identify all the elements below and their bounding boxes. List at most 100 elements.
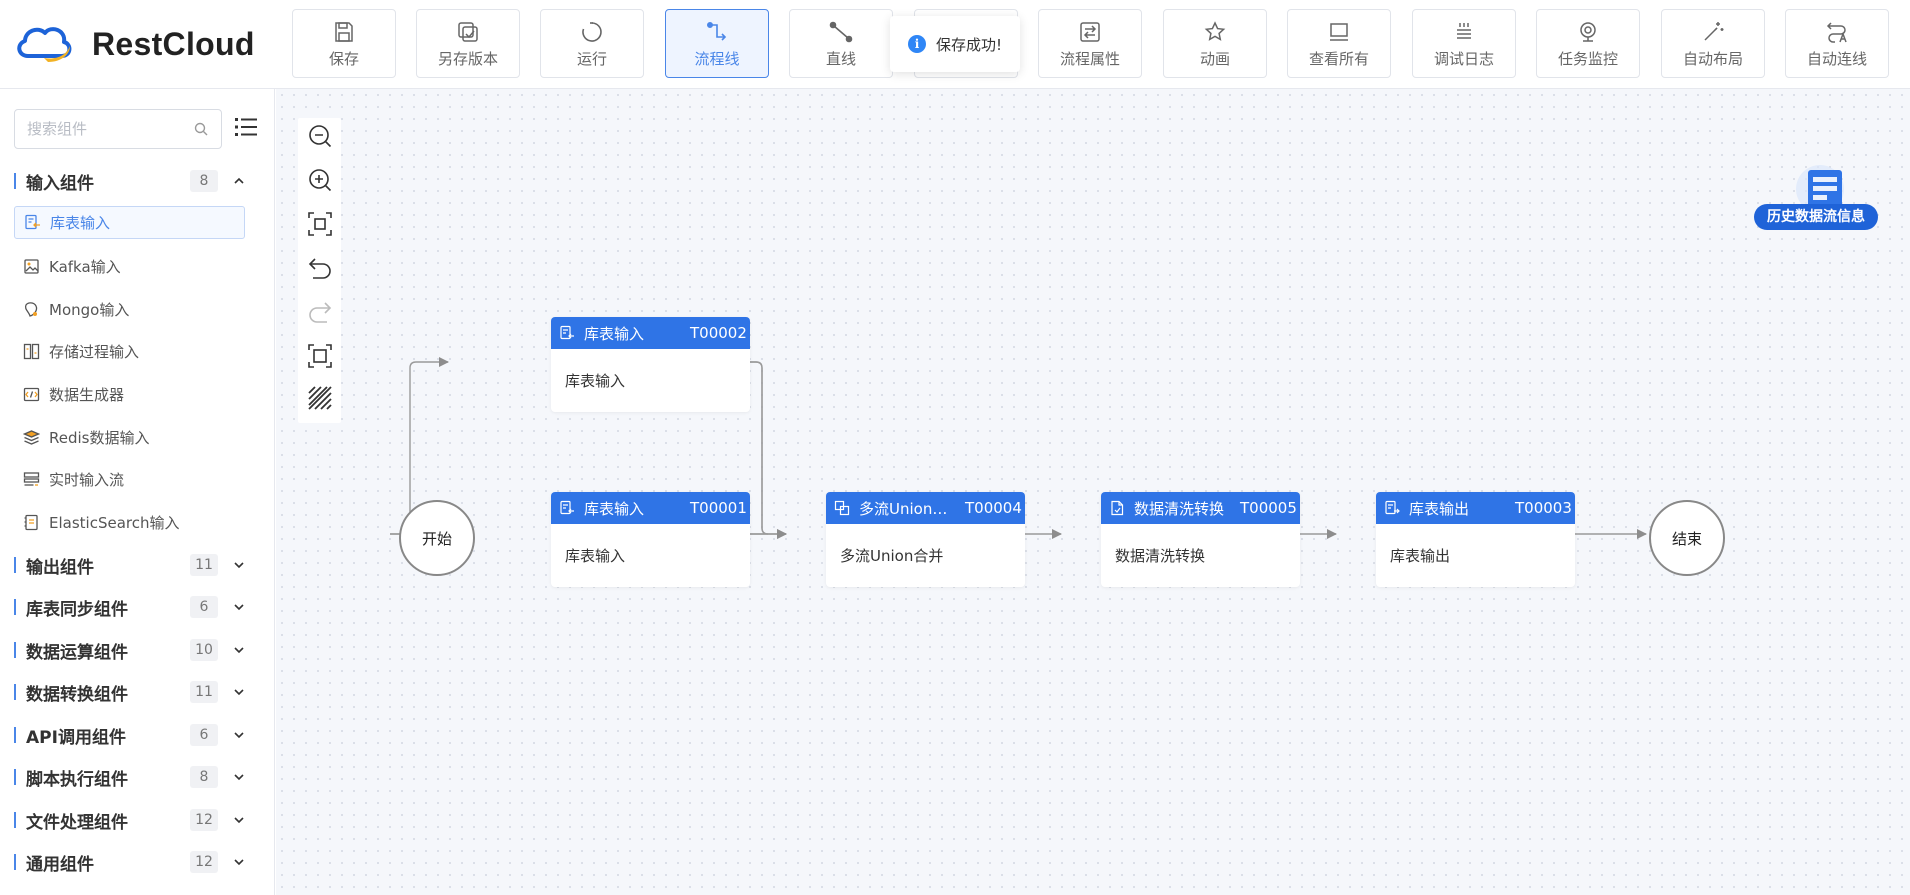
mongo-icon: [22, 301, 40, 319]
save-as-version-button[interactable]: 另存版本: [416, 9, 520, 78]
start-label: 开始: [421, 529, 452, 548]
flow-node-T00001[interactable]: 库表输入 T00001 库表输入: [551, 492, 750, 587]
node-header: 数据清洗转换 T00005: [1101, 492, 1300, 524]
group-count: 10: [190, 639, 218, 661]
group-title: 通用组件: [26, 854, 94, 875]
save-as-icon: [455, 19, 481, 45]
component-stored-procedure-input[interactable]: 存储过程输入: [14, 335, 245, 368]
zoom-in-button[interactable]: [306, 166, 334, 194]
redo-button[interactable]: [306, 298, 334, 326]
end-label: 结束: [1671, 529, 1702, 548]
component-mongo-input[interactable]: Mongo输入: [14, 293, 245, 326]
run-button[interactable]: 运行: [540, 9, 644, 78]
flow-node-T00005[interactable]: 数据清洗转换 T00005 数据清洗转换: [1101, 492, 1300, 587]
app-name: RestCloud: [92, 25, 255, 62]
node-description: 库表输出: [1390, 547, 1451, 565]
undo-button[interactable]: [306, 254, 334, 282]
group-data-transform-components[interactable]: 数据转换组件 11: [0, 674, 275, 710]
view-all-button[interactable]: 查看所有: [1287, 9, 1391, 78]
fit-view-button[interactable]: [306, 210, 334, 238]
auto-connect-label: 自动连线: [1806, 49, 1867, 68]
component-search: [14, 109, 222, 149]
stored-procedure-icon: [22, 343, 40, 361]
flow-node-T00002[interactable]: 库表输入 T00002 库表输入: [551, 317, 750, 412]
node-id: T00004: [965, 499, 1022, 517]
group-marker: [14, 854, 16, 870]
node-description: 库表输入: [565, 547, 626, 565]
group-marker: [14, 684, 16, 700]
node-id: T00003: [1515, 499, 1572, 517]
group-table-sync-components[interactable]: 库表同步组件 6: [0, 589, 275, 625]
save-button[interactable]: 保存: [292, 9, 396, 78]
auto-connect-icon: [1824, 19, 1850, 45]
group-count: 11: [190, 554, 218, 576]
group-title: 输出组件: [26, 557, 94, 578]
save-as-label: 另存版本: [437, 49, 498, 68]
component-elasticsearch-input[interactable]: ElasticSearch输入: [14, 506, 245, 539]
component-realtime-stream[interactable]: 实时输入流: [14, 463, 245, 496]
group-script-exec-components[interactable]: 脚本执行组件 8: [0, 759, 275, 795]
component-kafka-input[interactable]: Kafka输入: [14, 250, 245, 283]
chevron-down-icon: [234, 647, 244, 654]
group-count: 12: [190, 809, 218, 831]
component-redis-input[interactable]: Redis数据输入: [14, 421, 245, 454]
flowline-icon: [704, 19, 730, 45]
canvas-tools: [298, 118, 341, 423]
table-input-icon: [559, 325, 575, 341]
node-header: 库表输出 T00003: [1376, 492, 1575, 524]
chevron-down-icon: [234, 774, 244, 781]
start-node[interactable]: 开始: [399, 500, 475, 576]
chevron-down-icon: [234, 732, 244, 739]
auto-layout-button[interactable]: 自动布局: [1661, 9, 1765, 78]
group-api-call-components[interactable]: API调用组件 6: [0, 717, 275, 753]
group-count: 8: [190, 170, 218, 192]
chevron-up-icon: [234, 177, 244, 184]
task-monitor-label: 任务监控: [1557, 49, 1618, 68]
actual-size-button[interactable]: [306, 342, 334, 370]
node-header: 库表输入 T00001: [551, 492, 750, 524]
component-table-input[interactable]: 库表输入: [14, 206, 245, 239]
zoom-out-icon: [309, 125, 332, 148]
component-search-input[interactable]: [27, 120, 177, 138]
flow-node-T00003[interactable]: 库表输出 T00003 库表输出: [1376, 492, 1575, 587]
zoom-out-button[interactable]: [306, 122, 334, 150]
task-monitor-button[interactable]: 任务监控: [1536, 9, 1640, 78]
flowline-button[interactable]: 流程线: [665, 9, 769, 78]
component-label: 数据生成器: [49, 386, 125, 404]
redis-icon: [22, 429, 40, 447]
group-title: 数据运算组件: [26, 642, 128, 663]
group-marker: [14, 599, 16, 615]
component-data-generator[interactable]: 数据生成器: [14, 378, 245, 411]
process-properties-button[interactable]: 流程属性: [1038, 9, 1142, 78]
history-dataflow-info[interactable]: 历史数据流信息: [1754, 164, 1878, 264]
flow-canvas[interactable]: 历史数据流信息 开始 库表输入 T00002 库表输入: [276, 89, 1910, 895]
component-label: 库表输入: [50, 214, 111, 232]
app-logo: RestCloud: [14, 22, 255, 66]
group-input-components[interactable]: 输入组件 8: [0, 163, 275, 199]
group-file-processing-components[interactable]: 文件处理组件 12: [0, 802, 275, 838]
search-icon[interactable]: [193, 121, 209, 137]
group-data-compute-components[interactable]: 数据运算组件 10: [0, 632, 275, 668]
grid-toggle-button[interactable]: [306, 384, 334, 412]
group-marker: [14, 769, 16, 785]
list-view-icon[interactable]: [234, 115, 258, 139]
actual-size-icon: [308, 344, 332, 368]
animation-icon: [1202, 19, 1228, 45]
animation-button[interactable]: 动画: [1163, 9, 1267, 78]
group-count: 11: [190, 681, 218, 703]
save-success-toast: i 保存成功!: [890, 16, 1020, 72]
component-label: Kafka输入: [49, 258, 121, 276]
straight-line-button[interactable]: 直线: [789, 9, 893, 78]
process-props-label: 流程属性: [1059, 49, 1120, 68]
debug-log-button[interactable]: 调试日志: [1412, 9, 1516, 78]
group-output-components[interactable]: 输出组件 11: [0, 547, 275, 583]
chevron-down-icon: [234, 689, 244, 696]
undo-icon: [308, 258, 331, 279]
flow-node-T00004[interactable]: 多流Union合并 T00004 多流Union合并: [826, 492, 1025, 587]
component-sidebar: 输入组件 8 库表输入 Kafka输入 Mongo输入 存储过程输入 数据生成器…: [0, 89, 275, 895]
group-title: 数据转换组件: [26, 684, 128, 705]
auto-connect-button[interactable]: 自动连线: [1785, 9, 1889, 78]
animation-label: 动画: [1199, 49, 1230, 68]
end-node[interactable]: 结束: [1649, 500, 1725, 576]
group-general-components[interactable]: 通用组件 12: [0, 844, 275, 880]
